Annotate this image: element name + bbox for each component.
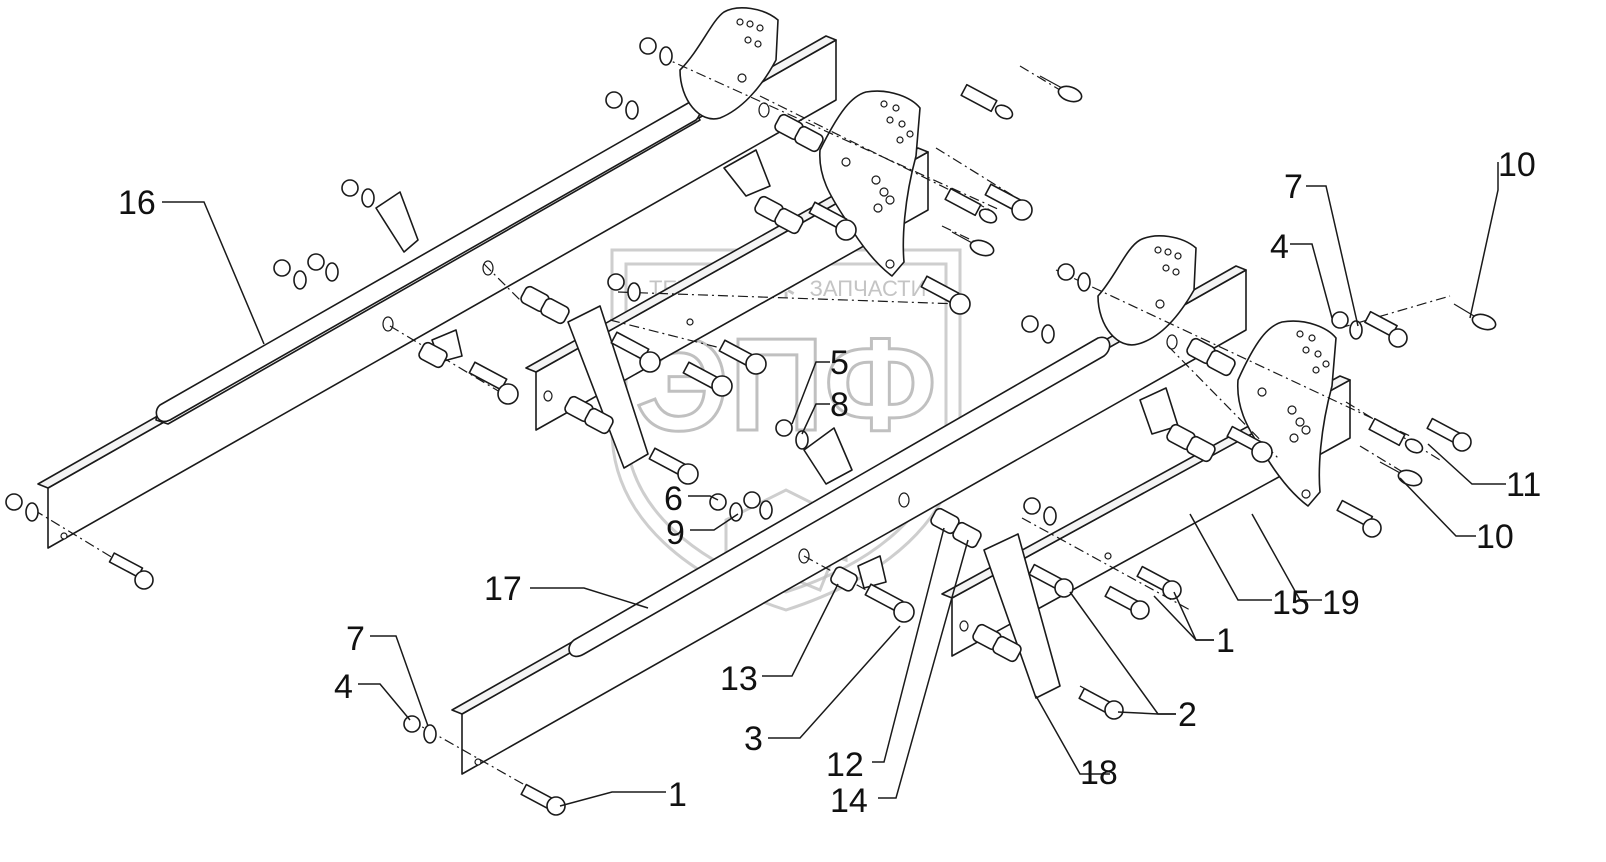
bolt (1078, 687, 1124, 720)
callout-3: 3 (744, 720, 763, 758)
callout-2: 2 (1178, 696, 1197, 734)
nuts-and-washers (5, 37, 1363, 744)
bushing (1186, 337, 1236, 377)
bolt (682, 361, 733, 397)
nut-washer (341, 179, 375, 208)
ring-pin (1453, 303, 1497, 331)
bolt (108, 552, 154, 590)
callout-15: 15 (1272, 584, 1310, 622)
ring-pin (1379, 461, 1423, 487)
nut-washer (1021, 315, 1055, 344)
callout-14: 14 (830, 782, 868, 820)
pin (960, 83, 1014, 120)
nut-washer (775, 419, 809, 450)
nut-washer (1023, 497, 1057, 526)
bolt (468, 361, 519, 405)
nut-washer (1057, 263, 1091, 292)
ring-pin (951, 231, 995, 257)
upper-beam-16 (37, 35, 837, 549)
lower-perforated-plate-rear (1097, 235, 1197, 346)
callout-18: 18 (1080, 754, 1118, 792)
watermark-right-word: ЗАПЧАСТИ (810, 276, 927, 301)
lock-pins (944, 75, 1497, 487)
callout-1-right: 1 (1216, 622, 1235, 660)
bolt (648, 447, 699, 485)
callout-19: 19 (1322, 584, 1360, 622)
bolt (1136, 565, 1182, 600)
nut-washer (605, 91, 639, 120)
spacer-bushings (418, 113, 1236, 663)
bolt (1426, 417, 1472, 452)
nut-washer (1331, 311, 1363, 340)
nut-washer (639, 37, 673, 66)
bolt (1226, 425, 1273, 463)
pin (1368, 417, 1424, 454)
bushing (830, 566, 858, 592)
callout-9: 9 (666, 514, 685, 552)
nut-washer (273, 259, 307, 290)
callout-4-left: 4 (334, 668, 353, 706)
callouts: 16 17 15 18 19 10 10 11 7 4 7 4 5 8 6 9 … (118, 146, 1541, 820)
nut-washer (307, 253, 339, 282)
bolts (108, 183, 1472, 816)
callout-17: 17 (484, 570, 522, 608)
callout-13: 13 (720, 660, 758, 698)
nut-washer (607, 273, 641, 302)
bolt (864, 583, 915, 623)
callout-7-right: 7 (1284, 168, 1303, 206)
pin (944, 187, 998, 224)
bolt (1104, 585, 1150, 620)
leader-lines (162, 162, 1506, 807)
bushing (520, 285, 570, 325)
callout-12: 12 (826, 746, 864, 784)
lower-beam-17 (451, 265, 1247, 775)
callout-4-right: 4 (1270, 228, 1289, 266)
callout-11: 11 (1506, 466, 1541, 504)
callout-7-left: 7 (346, 620, 365, 658)
callout-8: 8 (830, 386, 849, 424)
callout-16: 16 (118, 184, 156, 222)
callout-6: 6 (664, 480, 683, 518)
callout-5: 5 (830, 344, 849, 382)
bolt (610, 331, 661, 373)
callout-10-top: 10 (1498, 146, 1536, 184)
upper-perforated-plate-front (819, 90, 921, 277)
bushing (774, 113, 824, 153)
bolt (1028, 563, 1074, 598)
callout-10-bottom: 10 (1476, 518, 1514, 556)
bolt (520, 783, 566, 816)
bolt (1336, 499, 1382, 538)
bushing (754, 195, 804, 235)
bolt (920, 275, 971, 315)
bushing (418, 341, 448, 369)
bushing (930, 507, 982, 549)
ring-pin (1039, 75, 1083, 103)
lower-brackets (803, 387, 1179, 699)
nut-washer (403, 715, 437, 744)
bushing (972, 623, 1022, 663)
upper-brackets (375, 149, 771, 469)
bolt (808, 201, 857, 241)
bolt (984, 183, 1033, 221)
nut-washer (5, 493, 39, 522)
nut-washer (743, 491, 773, 520)
bushing (1166, 423, 1216, 463)
callout-1-bottom: 1 (668, 776, 687, 814)
bushing (564, 395, 614, 435)
bolt (1364, 310, 1408, 348)
upper-perforated-plate-rear (679, 7, 779, 120)
bolt (718, 339, 767, 375)
